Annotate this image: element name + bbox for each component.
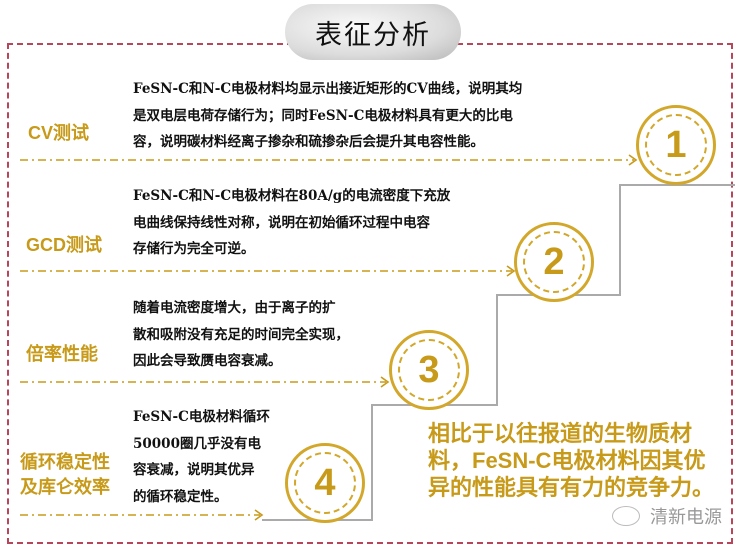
step-badge-1: 1 bbox=[636, 105, 716, 185]
step-number: 3 bbox=[418, 348, 440, 391]
arrowhead-2 bbox=[506, 265, 516, 277]
desc-line: FeSN-C和N-C电极材料均显示出接近矩形的CV曲线，说明其均 bbox=[133, 81, 523, 97]
summary-line: 料，FeSN-C电极材料因其优 bbox=[428, 448, 706, 473]
row-desc-cycle: FeSN-C电极材料循环 50000圈几乎没有电 容衰减，说明其优异 的循环稳定… bbox=[133, 404, 270, 510]
desc-line: FeSN-C电极材料循环 bbox=[133, 409, 270, 425]
summary-line: 相比于以往报道的生物质材 bbox=[428, 421, 693, 446]
desc-line: 的循环稳定性。 bbox=[133, 488, 228, 505]
desc-line: 随着电流密度增大，由于离子的扩 bbox=[133, 300, 336, 316]
desc-line: 容，说明碳材料经离子掺杂和硫掺杂后会提升其电容性能。 bbox=[133, 134, 484, 150]
row-desc-rate: 随着电流密度增大，由于离子的扩 散和吸附没有充足的时间完全实现， 因此会导致赝电… bbox=[133, 295, 349, 375]
arrowhead-3 bbox=[380, 376, 390, 388]
page-title: 表征分析 bbox=[315, 19, 431, 51]
summary-text: 相比于以往报道的生物质材 料，FeSN-C电极材料因其优 异的性能具有有力的竞争… bbox=[428, 420, 728, 501]
desc-line: 50000圈几乎没有电 bbox=[133, 435, 261, 452]
row-label-cycle: 循环稳定性 及库仑效率 bbox=[20, 450, 110, 500]
staircase-line bbox=[262, 184, 735, 521]
row-label-cv: CV测试 bbox=[28, 123, 90, 143]
title-pill: 表征分析 bbox=[285, 4, 461, 60]
desc-line: 散和吸附没有充足的时间完全实现， bbox=[133, 326, 349, 343]
label-line: 及库仑效率 bbox=[20, 477, 110, 497]
step-number: 1 bbox=[665, 123, 687, 166]
step-badge-2: 2 bbox=[514, 222, 594, 302]
desc-line: 容衰减，说明其优异 bbox=[133, 462, 255, 478]
arrowhead-1 bbox=[628, 154, 638, 166]
desc-line: 因此会导致赝电容衰减。 bbox=[133, 353, 282, 369]
desc-line: 存储行为完全可逆。 bbox=[133, 241, 255, 257]
row-label-gcd: GCD测试 bbox=[26, 235, 102, 255]
label-line: 循环稳定性 bbox=[20, 452, 110, 472]
summary-line: 异的性能具有有力的竞争力。 bbox=[428, 475, 715, 500]
watermark: 清新电源 bbox=[612, 503, 722, 529]
desc-line: 电曲线保持线性对称，说明在初始循环过程中电容 bbox=[133, 214, 430, 231]
row-desc-cv: FeSN-C和N-C电极材料均显示出接近矩形的CV曲线，说明其均 是双电层电荷存… bbox=[133, 76, 522, 156]
arrowhead-4 bbox=[254, 509, 264, 521]
step-number: 2 bbox=[543, 240, 565, 283]
step-badge-4: 4 bbox=[285, 443, 365, 523]
step-number: 4 bbox=[314, 461, 336, 504]
row-label-rate: 倍率性能 bbox=[26, 344, 98, 364]
desc-line: 是双电层电荷存储行为；同时FeSN-C电极材料具有更大的比电 bbox=[133, 107, 513, 124]
step-badge-3: 3 bbox=[389, 330, 469, 410]
watermark-text: 清新电源 bbox=[650, 507, 722, 528]
row-desc-gcd: FeSN-C和N-C电极材料在80A/g的电流密度下充放 电曲线保持线性对称，说… bbox=[133, 183, 450, 263]
desc-line: FeSN-C和N-C电极材料在80A/g的电流密度下充放 bbox=[133, 188, 451, 204]
wechat-icon bbox=[612, 506, 640, 526]
